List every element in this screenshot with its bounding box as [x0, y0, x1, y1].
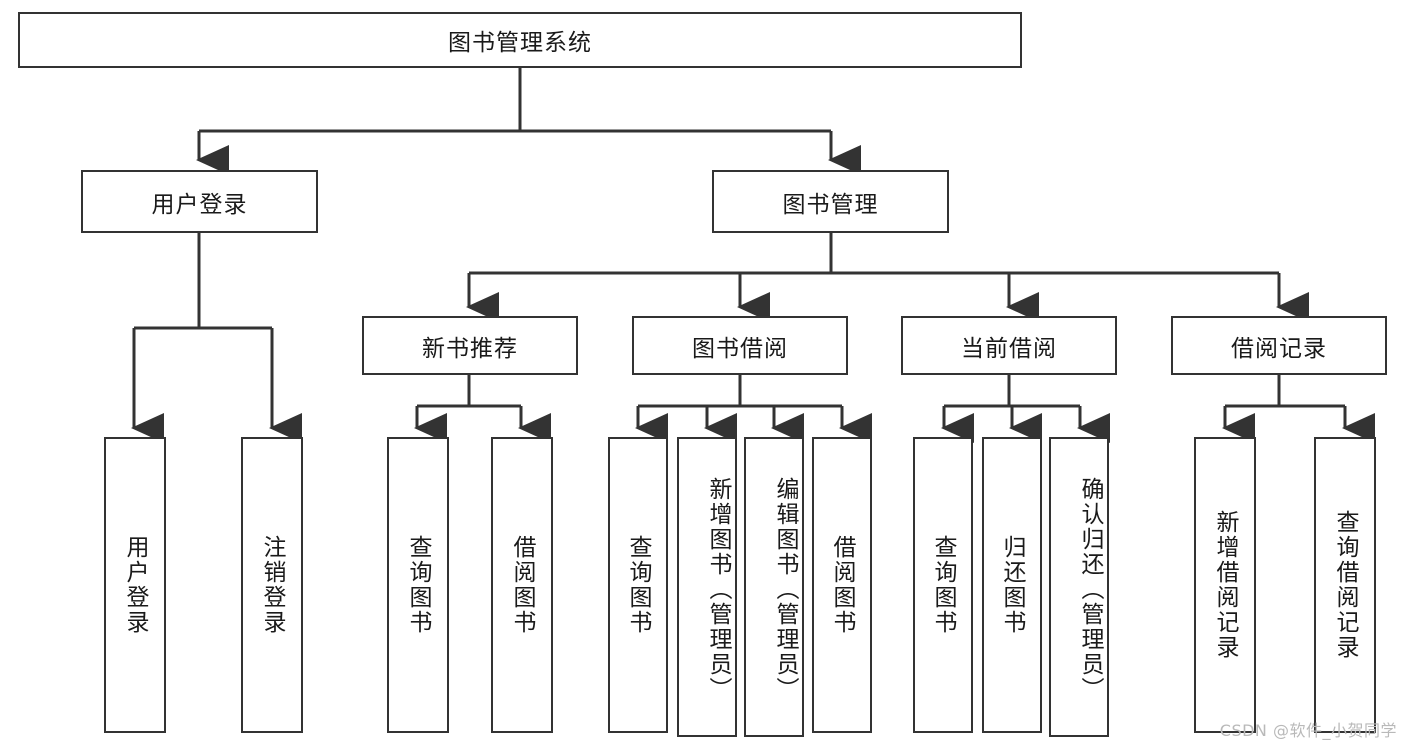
node-leaf-return-book-label: 归还图书	[999, 535, 1025, 635]
node-root[interactable]: 图书管理系统	[18, 12, 1022, 68]
node-leaf-query-book-1-label: 查询图书	[405, 535, 431, 635]
node-leaf-add-book-label: 新增图书（管理员）	[705, 476, 731, 702]
node-current-borrow-label: 当前借阅	[961, 335, 1057, 362]
node-book-manage[interactable]: 图书管理	[712, 170, 949, 233]
node-leaf-confirm-return-label: 确认归还（管理员）	[1077, 476, 1103, 702]
node-leaf-query-book-3-label: 查询图书	[930, 535, 956, 635]
node-leaf-edit-book[interactable]: 编辑图书（管理员）	[744, 437, 804, 737]
node-leaf-return-book[interactable]: 归还图书	[982, 437, 1042, 733]
node-current-borrow[interactable]: 当前借阅	[901, 316, 1117, 375]
node-book-manage-label: 图书管理	[782, 191, 879, 218]
node-leaf-query-book-1[interactable]: 查询图书	[387, 437, 449, 733]
node-leaf-add-book[interactable]: 新增图书（管理员）	[677, 437, 737, 737]
node-book-borrow[interactable]: 图书借阅	[632, 316, 848, 375]
node-new-book-recommend[interactable]: 新书推荐	[362, 316, 578, 375]
node-new-book-recommend-label: 新书推荐	[422, 335, 518, 362]
node-leaf-query-record[interactable]: 查询借阅记录	[1314, 437, 1376, 733]
node-leaf-add-record-label: 新增借阅记录	[1212, 510, 1238, 660]
node-user-login[interactable]: 用户登录	[81, 170, 318, 233]
node-leaf-logout[interactable]: 注销登录	[241, 437, 303, 733]
node-leaf-user-login-label: 用户登录	[122, 535, 148, 635]
node-leaf-add-record[interactable]: 新增借阅记录	[1194, 437, 1256, 733]
node-borrow-record[interactable]: 借阅记录	[1171, 316, 1387, 375]
node-leaf-logout-label: 注销登录	[259, 535, 285, 635]
node-leaf-confirm-return[interactable]: 确认归还（管理员）	[1049, 437, 1109, 737]
csdn-watermark: CSDN @软件_小贺同学	[1219, 721, 1397, 740]
node-leaf-query-book-2[interactable]: 查询图书	[608, 437, 668, 733]
node-book-borrow-label: 图书借阅	[692, 335, 788, 362]
node-leaf-borrow-book-2[interactable]: 借阅图书	[812, 437, 872, 733]
node-borrow-record-label: 借阅记录	[1231, 335, 1327, 362]
node-leaf-query-book-3[interactable]: 查询图书	[913, 437, 973, 733]
node-leaf-edit-book-label: 编辑图书（管理员）	[772, 476, 798, 702]
node-leaf-user-login[interactable]: 用户登录	[104, 437, 166, 733]
node-leaf-query-record-label: 查询借阅记录	[1332, 510, 1358, 660]
node-user-login-label: 用户登录	[151, 191, 248, 218]
node-leaf-borrow-book-1[interactable]: 借阅图书	[491, 437, 553, 733]
node-leaf-borrow-book-1-label: 借阅图书	[509, 535, 535, 635]
node-leaf-query-book-2-label: 查询图书	[625, 535, 651, 635]
node-leaf-borrow-book-2-label: 借阅图书	[829, 535, 855, 635]
node-root-label: 图书管理系统	[448, 30, 592, 56]
